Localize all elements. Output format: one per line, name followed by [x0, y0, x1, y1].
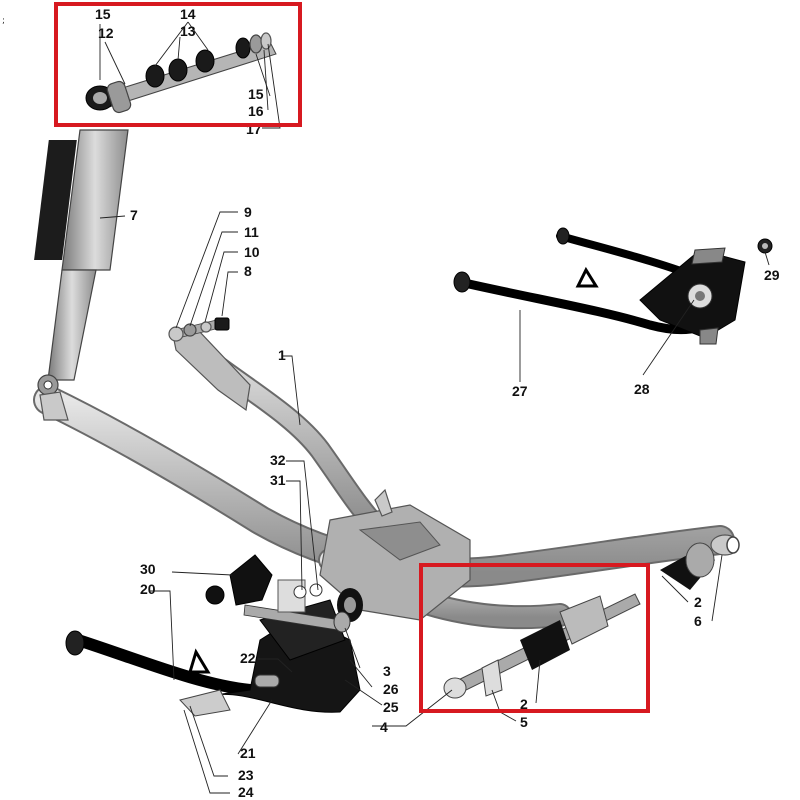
label-25: 25 [383, 699, 399, 715]
label-9: 9 [244, 204, 252, 220]
label-14: 14 [180, 6, 196, 22]
label-7: 7 [130, 207, 138, 223]
upper-spindle-assembly [85, 32, 277, 114]
label-11: 11 [244, 224, 259, 240]
label-3: 3 [383, 663, 391, 679]
bolt-set-8-11 [168, 317, 230, 342]
centre-stand-27 [453, 227, 746, 345]
label-26: 26 [383, 681, 399, 697]
label-28: 28 [634, 381, 650, 397]
label-1: 1 [278, 347, 286, 363]
label-29: 29 [764, 267, 780, 283]
label-10: 10 [244, 244, 260, 260]
highlight-box-top [54, 2, 302, 127]
label-13: 13 [180, 23, 196, 39]
leader-lines [99, 21, 770, 794]
label-15-top: 15 [95, 6, 111, 22]
rear-shock-absorber [34, 129, 129, 421]
label-30: 30 [140, 561, 156, 577]
label-22: 22 [240, 650, 256, 666]
label-16: 16 [248, 103, 264, 119]
corner-mark: ; [2, 16, 6, 26]
label-2-lower: 2 [520, 696, 528, 712]
label-6: 6 [694, 613, 702, 629]
label-20: 20 [140, 581, 156, 597]
label-4: 4 [380, 719, 388, 735]
label-21: 21 [240, 745, 256, 761]
pivot-bushings [333, 542, 715, 633]
main-frame [33, 329, 740, 630]
label-15: 15 [248, 86, 264, 102]
label-27: 27 [512, 383, 528, 399]
label-2-right: 2 [694, 594, 702, 610]
label-12: 12 [98, 25, 114, 41]
pivot-spindle [443, 593, 641, 699]
label-24: 24 [238, 784, 254, 800]
label-31: 31 [270, 472, 286, 488]
side-stand-assembly [65, 554, 361, 717]
label-5: 5 [520, 714, 528, 730]
nut-29 [757, 238, 773, 254]
label-23: 23 [238, 767, 254, 783]
label-32: 32 [270, 452, 286, 468]
label-8: 8 [244, 263, 252, 279]
highlight-box-bottom [419, 563, 650, 713]
